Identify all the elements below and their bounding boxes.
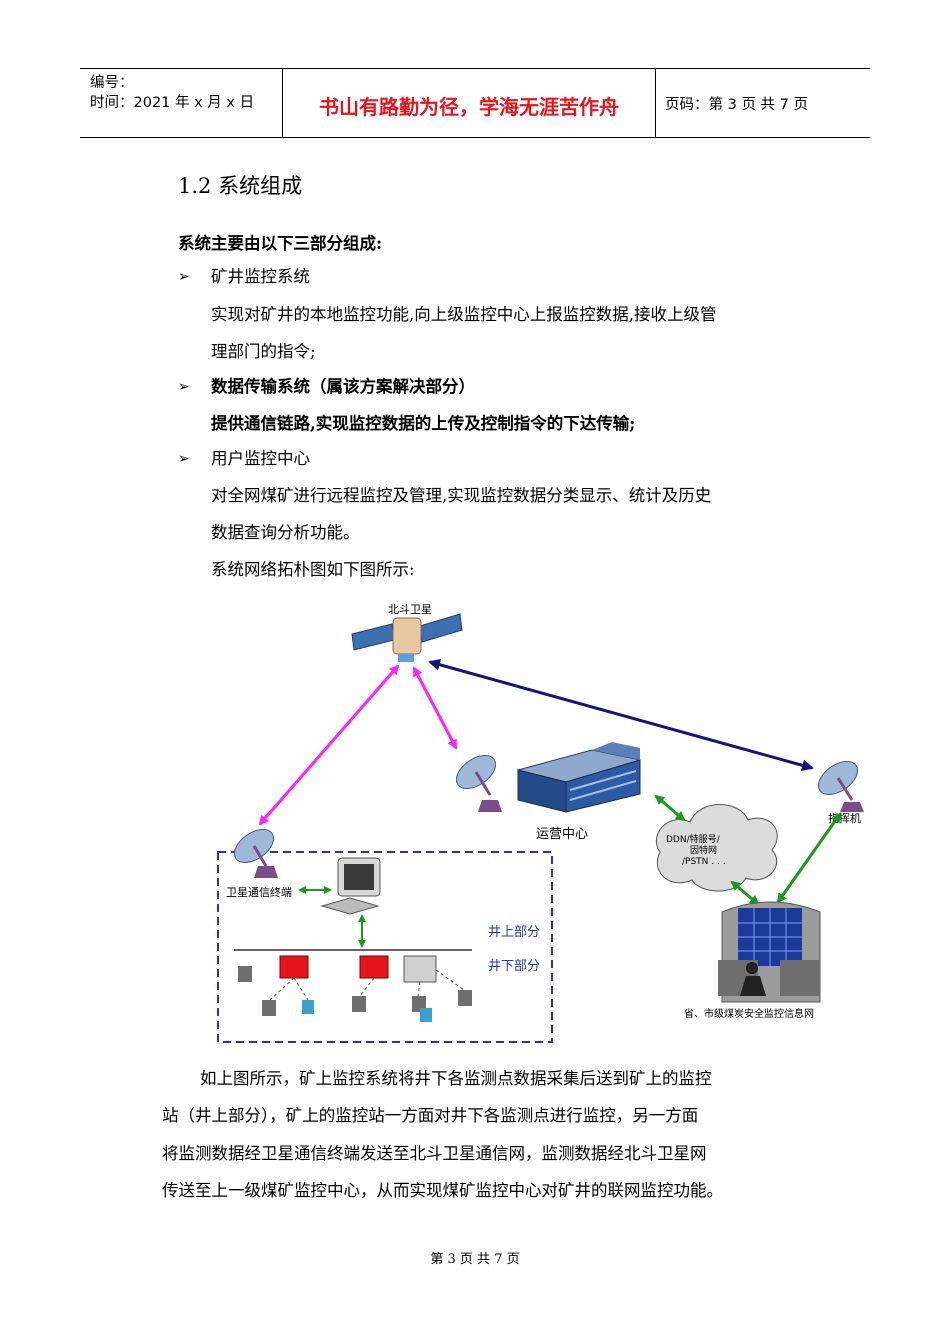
item-desc-line: 提供通信链路,实现监控数据的上传及控制指令的下达传输; xyxy=(211,414,636,433)
item-desc-line: 对全网煤矿进行远程监控及管理,实现监控数据分类显示、统计及历史 xyxy=(211,486,712,505)
item-desc-line: 数据查询分析功能。 xyxy=(211,523,360,542)
cloud-label-line: 因特网 xyxy=(690,844,717,856)
sensor-icon xyxy=(458,990,472,1006)
above-ground-label: 井上部分 xyxy=(488,925,540,940)
satellite-label: 北斗卫星 xyxy=(388,603,432,616)
sensor-icon xyxy=(238,966,252,982)
satellite-link xyxy=(258,664,400,826)
item-title: 矿井监控系统 xyxy=(211,267,310,286)
bullet-icon: ➢ xyxy=(178,269,190,285)
computer-icon xyxy=(320,857,381,915)
cloud-label-line: /PSTN . . . xyxy=(682,857,726,867)
conclusion-line: 将监测数据经卫星通信终端发送至北斗卫星通信网，监测数据经北斗卫星网 xyxy=(162,1144,707,1163)
sensor-icon xyxy=(352,996,366,1012)
substation-icon xyxy=(359,955,389,979)
section-intro: 系统主要由以下三部分组成: xyxy=(178,234,383,253)
network-link xyxy=(730,880,760,906)
cloud-label-line: DDN/特服号/ xyxy=(666,833,721,845)
satellite-icon xyxy=(351,613,463,662)
conclusion-line: 站（井上部分），矿上的监控站一方面对井下各监测点进行监控，另一方面 xyxy=(162,1106,699,1125)
header-motto: 书山有路勤为径，学海无涯苦作舟 xyxy=(319,95,619,119)
sensor-icon xyxy=(262,1000,276,1016)
sensor-icon xyxy=(420,1008,432,1022)
header-page-label: 页码：第 3 页 共 7 页 xyxy=(665,97,808,113)
video-wall-icon xyxy=(718,901,821,1003)
figure-intro: 系统网络拓朴图如下图所示: xyxy=(211,560,415,579)
item-title: 用户监控中心 xyxy=(211,449,310,468)
header-divider xyxy=(282,69,283,137)
conclusion-line: 如上图所示，矿上监控系统将井下各监测点数据采集后送到矿上的监控 xyxy=(200,1069,712,1088)
header-divider xyxy=(655,69,656,137)
item-desc-line: 理部门的指令; xyxy=(211,342,316,361)
mine-system-box xyxy=(217,851,553,1043)
substation-icon xyxy=(403,955,437,983)
below-ground-label: 井下部分 xyxy=(488,959,540,974)
section-title: 1.2 系统组成 xyxy=(178,174,303,198)
building-icon xyxy=(516,742,641,813)
satellite-link xyxy=(412,666,458,750)
sensor-icon xyxy=(302,1000,314,1014)
network-topology-diagram: 北斗卫星 运营中心 指挥机 DDN/特服号/ 因特网 /PSTN . . . xyxy=(217,603,864,1043)
substation-icon xyxy=(279,955,309,979)
info-net-label: 省、市级煤炭安全监控信息网 xyxy=(684,1007,814,1020)
terminal-dish-icon xyxy=(233,828,278,878)
bullet-icon: ➢ xyxy=(178,379,190,395)
ops-dish-icon xyxy=(455,754,502,812)
conclusion-line: 传送至上一级煤矿监控中心，从而实现煤矿监控中心对矿井的联网监控功能。 xyxy=(162,1181,723,1200)
number-label: 编号： xyxy=(90,75,134,91)
satellite-link xyxy=(428,658,814,772)
time-label: 时间：2021 年 x 月 x 日 xyxy=(90,95,255,111)
network-link xyxy=(654,794,686,822)
ops-center-label: 运营中心 xyxy=(536,827,588,842)
command-dish-icon xyxy=(817,760,864,812)
item-desc-line: 实现对矿井的本地监控功能,向上级监控中心上报监控数据,接收上级管 xyxy=(211,305,717,324)
network-link xyxy=(776,812,842,904)
bullet-icon: ➢ xyxy=(178,451,190,467)
page-footer: 第 3 页 共 7 页 xyxy=(430,1252,520,1267)
header-meta: 编号： 时间：2021 年 x 月 x 日 xyxy=(90,73,254,113)
item-title: 数据传输系统（属该方案解决部分） xyxy=(211,377,475,396)
page-header: 编号： 时间：2021 年 x 月 x 日 书山有路勤为径，学海无涯苦作舟 页码… xyxy=(80,68,870,138)
cloud-icon xyxy=(655,804,778,892)
terminal-label: 卫星通信终端 xyxy=(226,885,292,899)
sensor-wiring xyxy=(269,969,465,1001)
